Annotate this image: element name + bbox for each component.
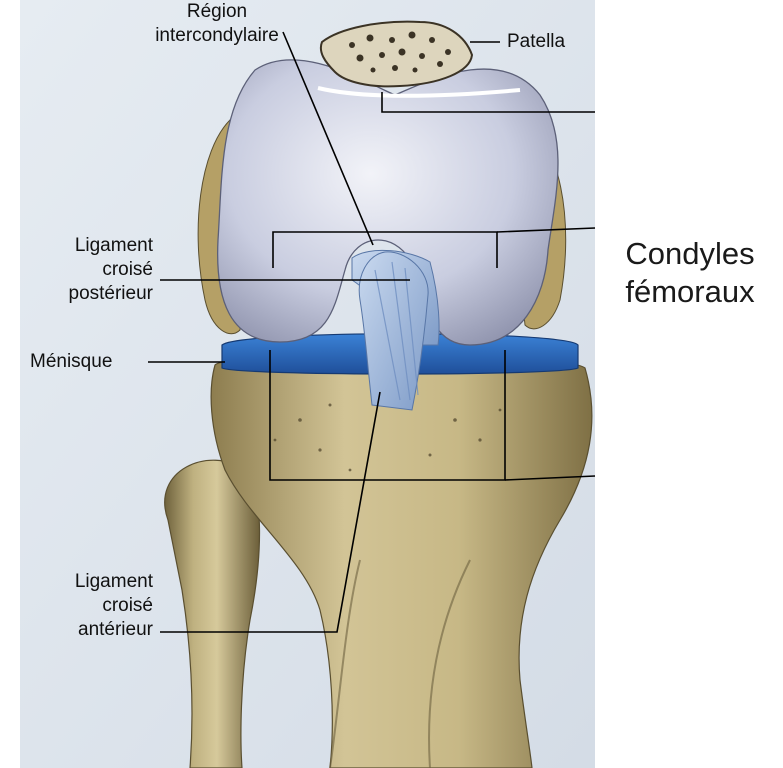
label-region-intercondylaire: Région intercondylaire — [112, 0, 322, 48]
label-panel — [597, 0, 783, 768]
label-patella-text: Patella — [507, 31, 565, 52]
label-lcp-line1: Ligament — [10, 234, 153, 258]
label-menisque: Ménisque — [30, 350, 112, 374]
label-condyles-line2: fémoraux — [600, 273, 780, 311]
label-condyles-line1: Condyles — [600, 235, 780, 273]
label-region-line2: intercondylaire — [112, 24, 322, 48]
label-region-line1: Région — [112, 0, 322, 24]
label-lca-line3: antérieur — [10, 618, 153, 642]
label-patella: Patella — [507, 30, 565, 54]
label-lcp-line3: postérieur — [10, 282, 153, 306]
label-lcp-line2: croisé — [10, 258, 153, 282]
label-lca-line2: croisé — [10, 594, 153, 618]
label-condyles-femoraux: Condyles fémoraux — [600, 235, 780, 311]
label-menisque-text: Ménisque — [30, 351, 112, 372]
label-ligament-croise-posterieur: Ligament croisé postérieur — [10, 234, 153, 306]
label-ligament-croise-anterieur: Ligament croisé antérieur — [10, 570, 153, 642]
label-lca-line1: Ligament — [10, 570, 153, 594]
